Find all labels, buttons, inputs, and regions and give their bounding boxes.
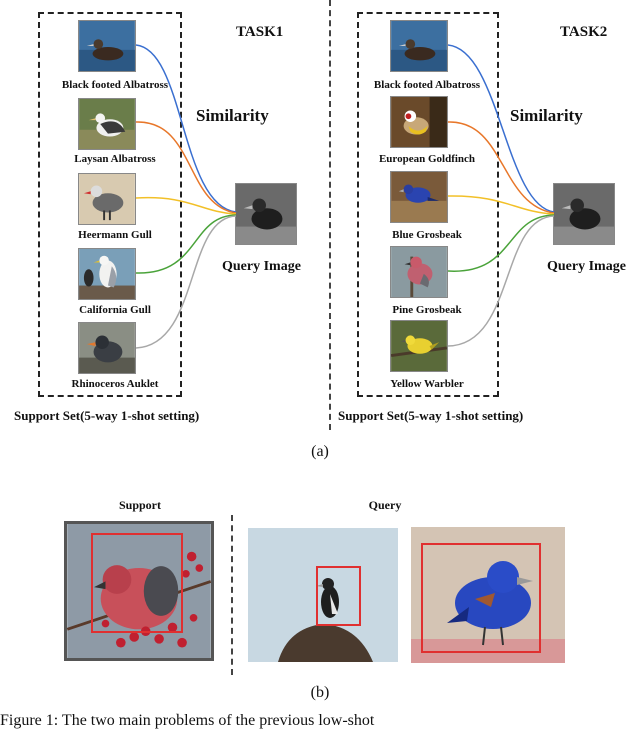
task1-thumb-black-footed-albatross <box>78 20 136 72</box>
task2-title: TASK2 <box>560 24 608 40</box>
query-heading: Query <box>368 498 402 512</box>
panel-divider <box>329 0 331 430</box>
panel-b-divider <box>231 515 233 675</box>
task1-query-image <box>235 183 297 245</box>
task2-curve-0 <box>447 44 555 213</box>
similarity-curves <box>135 44 555 349</box>
task1-thumb-heermann-gull <box>78 173 136 225</box>
task2-class-label: Yellow Warbler <box>390 378 464 390</box>
query-photo-1 <box>248 528 398 662</box>
task1-class-label: Heermann Gull <box>78 229 152 241</box>
task1-class-label: Laysan Albatross <box>74 153 156 165</box>
task2-curve-1 <box>447 121 555 214</box>
task1-curve-4 <box>135 215 237 349</box>
task2-thumb-yellow-warbler <box>390 320 448 372</box>
task1-title: TASK1 <box>236 24 284 40</box>
task1-class-label: Black footed Albatross <box>61 79 169 91</box>
task1-similarity-label: Similarity <box>196 106 269 125</box>
support-heading: Support <box>118 498 162 512</box>
support-bbox <box>91 533 183 633</box>
task2-support-box <box>357 12 499 397</box>
query-2-bbox <box>421 543 541 653</box>
task2-class-label: Pine Grosbeak <box>392 304 462 316</box>
task1-support-set-label: Support Set(5-way 1-shot setting) <box>14 408 200 423</box>
task1-thumb-laysan-albatross <box>78 98 136 150</box>
figure-caption: Figure 1: The two main problems of the p… <box>0 712 375 729</box>
task1-class-label: Rhinoceros Auklet <box>71 378 159 390</box>
task2-curve-4 <box>447 215 555 347</box>
task1-query-label: Query Image <box>222 259 301 274</box>
task2-similarity-label: Similarity <box>510 106 583 125</box>
task1-curve-0 <box>135 44 237 213</box>
task1-class-label: California Gull <box>79 304 151 316</box>
query-1-bbox <box>316 566 361 626</box>
task2-query-label: Query Image <box>547 259 626 274</box>
task2-thumb-black-footed-albatross <box>390 20 448 72</box>
task2-thumb-blue-grosbeak <box>390 171 448 223</box>
task2-curve-2 <box>447 195 555 215</box>
task1-curve-2 <box>135 196 237 215</box>
task1-curve-1 <box>135 121 237 214</box>
task1-thumb-california-gull <box>78 248 136 300</box>
task1-curve-3 <box>135 214 237 274</box>
task2-class-label: Black footed Albatross <box>373 79 481 91</box>
task2-thumb-european-goldfinch <box>390 96 448 148</box>
task2-query-image <box>553 183 615 245</box>
panel-b-caption: (b) <box>310 684 330 701</box>
task2-class-label: Blue Grosbeak <box>392 229 462 241</box>
task2-support-set-label: Support Set(5-way 1-shot setting) <box>338 408 524 423</box>
task2-class-label: European Goldfinch <box>378 153 476 165</box>
task1-thumb-rhinoceros-auklet <box>78 322 136 374</box>
task2-curve-3 <box>447 214 555 272</box>
task2-thumb-pine-grosbeak <box>390 246 448 298</box>
panel-a-caption: (a) <box>311 443 329 460</box>
task1-support-box <box>38 12 182 397</box>
